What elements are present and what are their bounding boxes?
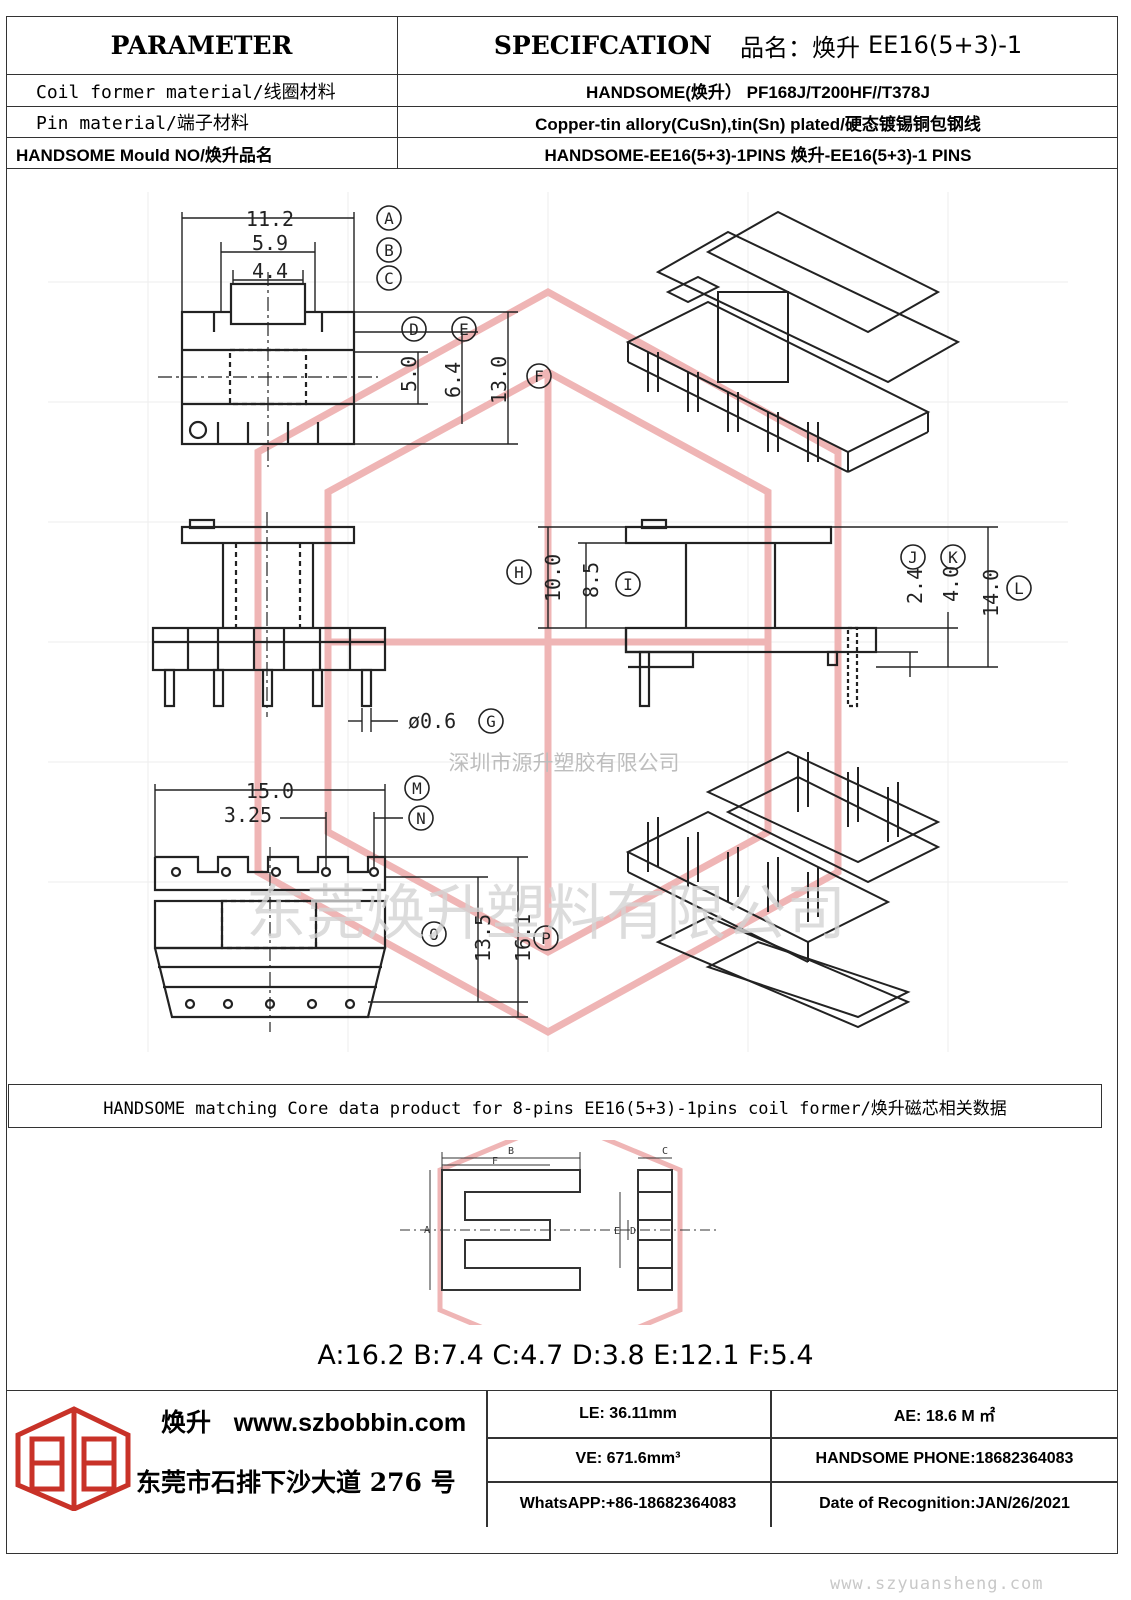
- letter-d: D: [409, 320, 419, 339]
- watermark-site: www.szyuansheng.com: [830, 1574, 1044, 1594]
- dim-k: 4.0: [939, 566, 963, 602]
- footer-divider: [486, 1391, 488, 1527]
- dim-b: 5.9: [252, 231, 288, 255]
- ve-value: VE: 671.6mm³: [575, 1450, 681, 1467]
- param-label-cell: Coil former material/线圈材料: [6, 75, 398, 106]
- footer-divider: [770, 1391, 772, 1527]
- ae-value: AE: 18.6 M ㎡: [893, 1408, 996, 1425]
- core-drawing: A B C D E F: [400, 1140, 720, 1325]
- footer-website: www.szbobbin.com: [233, 1409, 467, 1437]
- letter-g: G: [486, 712, 496, 731]
- param-value: HANDSOME(焕升） PF168J/T200HF//T378J: [586, 83, 930, 102]
- dim-a: 11.2: [246, 207, 294, 231]
- callout-letters: [376, 205, 1032, 951]
- footer-address: 东莞市石排下沙大道 276 号: [136, 1468, 456, 1497]
- company-logo-icon: [15, 1406, 131, 1511]
- iso-view-top: [625, 210, 961, 473]
- param-value-cell: Copper-tin allory(CuSn),tin(Sn) plated/硬…: [398, 107, 1118, 137]
- param-row-pin: Pin material/端子材料 Copper-tin allory(CuSn…: [6, 107, 1118, 138]
- product-label: 品名：焕升: [739, 33, 860, 62]
- letter-a: A: [384, 209, 394, 228]
- core-values: A:16.2 B:7.4 C:4.7 D:3.8 E:12.1 F:5.4: [317, 1340, 814, 1371]
- letter-j: J: [908, 548, 918, 567]
- letter-l: L: [1014, 579, 1024, 598]
- core-caption-row: HANDSOME matching Core data product for …: [8, 1084, 1102, 1128]
- le-value: LE: 36.11mm: [579, 1405, 677, 1422]
- watermark-company-large: 东莞焕升塑料有限公司: [246, 879, 846, 949]
- technical-drawing: 11.2 5.9 4.4 5.0 6.4 13.0 A B C D E F G …: [48, 192, 1068, 1052]
- letter-m: M: [412, 779, 422, 798]
- footer-divider: [486, 1437, 1118, 1439]
- top-view: 11.2 5.9 4.4 5.0 6.4 13.0: [158, 207, 518, 467]
- iso-view-bottom: [625, 750, 941, 1029]
- core-label-a: A: [424, 1225, 430, 1236]
- param-row-coil: Coil former material/线圈材料 HANDSOME(焕升） P…: [6, 75, 1118, 107]
- param-value: Copper-tin allory(CuSn),tin(Sn) plated/硬…: [535, 114, 981, 134]
- header-row: PARAMETER SPECIFCATION 品名：焕升 EE16(5+3)-1: [6, 16, 1118, 75]
- letter-e: E: [459, 320, 469, 339]
- side-view: 10.0 8.5 2.4 4.0 14.0: [538, 518, 1003, 708]
- dim-f: 13.0: [487, 356, 511, 404]
- footer: 焕升 www.szbobbin.com 东莞市石排下沙大道 276 号 LE: …: [6, 1390, 1118, 1527]
- parameter-cell: PARAMETER: [6, 16, 398, 74]
- param-row-mould: HANDSOME Mould NO/焕升品名 HANDSOME-EE16(5+3…: [6, 138, 1118, 169]
- core-label-f: F: [492, 1156, 498, 1167]
- dim-h: 10.0: [541, 554, 565, 602]
- core-label-c: C: [662, 1146, 668, 1157]
- core-caption: HANDSOME matching Core data product for …: [103, 1098, 1007, 1119]
- phone-value: HANDSOME PHONE:18682364083: [815, 1450, 1074, 1467]
- dim-l: 14.0: [979, 569, 1003, 617]
- param-label: Coil former material/线圈材料: [36, 81, 336, 103]
- letter-b: B: [384, 241, 394, 260]
- front-view: ø0.6: [151, 512, 456, 733]
- dim-g: ø0.6: [408, 709, 456, 733]
- specification-cell: SPECIFCATION 品名：焕升 EE16(5+3)-1: [398, 16, 1118, 74]
- param-label-cell: HANDSOME Mould NO/焕升品名: [6, 138, 398, 168]
- core-label-e: E: [614, 1226, 620, 1237]
- dim-e: 6.4: [441, 362, 465, 398]
- dim-p: 16.1: [511, 914, 535, 962]
- letter-f: F: [534, 367, 544, 386]
- param-value-cell: HANDSOME-EE16(5+3)-1PINS 焕升-EE16(5+3)-1 …: [398, 138, 1118, 168]
- letter-c: C: [384, 269, 394, 288]
- specification-title: SPECIFCATION: [493, 30, 712, 60]
- spec-sheet: [6, 16, 1118, 1554]
- letter-p: P: [541, 929, 551, 948]
- letter-o: O: [429, 925, 439, 944]
- core-label-d: D: [630, 1226, 636, 1237]
- param-label-cell: Pin material/端子材料: [6, 107, 398, 137]
- letter-k: K: [948, 548, 958, 567]
- parameter-title: PARAMETER: [110, 30, 293, 60]
- footer-divider: [486, 1481, 1118, 1483]
- product-model: EE16(5+3)-1: [867, 31, 1023, 59]
- dim-m: 15.0: [246, 779, 294, 803]
- param-value-cell: HANDSOME(焕升） PF168J/T200HF//T378J: [398, 75, 1118, 106]
- footer-brand: 焕升: [161, 1408, 212, 1437]
- core-label-b: B: [508, 1146, 514, 1157]
- dim-o: 13.5: [471, 914, 495, 962]
- letter-i: I: [623, 575, 633, 594]
- dim-d: 5.0: [397, 356, 421, 392]
- date-value: Date of Recognition:JAN/26/2021: [819, 1495, 1070, 1512]
- bottom-view: 15.0 3.25 13.5 16.1: [153, 779, 535, 1032]
- footer-brand-line: 焕升 www.szbobbin.com: [161, 1403, 466, 1439]
- whatsapp-value: WhatsAPP:+86-18682364083: [519, 1495, 737, 1512]
- core-watermark: [437, 1140, 683, 1325]
- letter-h: H: [514, 563, 524, 582]
- dim-j: 2.4: [903, 568, 927, 604]
- dim-n: 3.25: [224, 803, 272, 827]
- param-label: Pin material/端子材料: [36, 113, 249, 134]
- dim-i: 8.5: [579, 562, 603, 598]
- dim-c: 4.4: [252, 259, 288, 283]
- param-value: HANDSOME-EE16(5+3)-1PINS 焕升-EE16(5+3)-1 …: [544, 145, 972, 165]
- watermark-company-small: 深圳市源升塑胶有限公司: [449, 751, 680, 775]
- letter-n: N: [416, 809, 426, 828]
- param-label: HANDSOME Mould NO/焕升品名: [16, 145, 273, 165]
